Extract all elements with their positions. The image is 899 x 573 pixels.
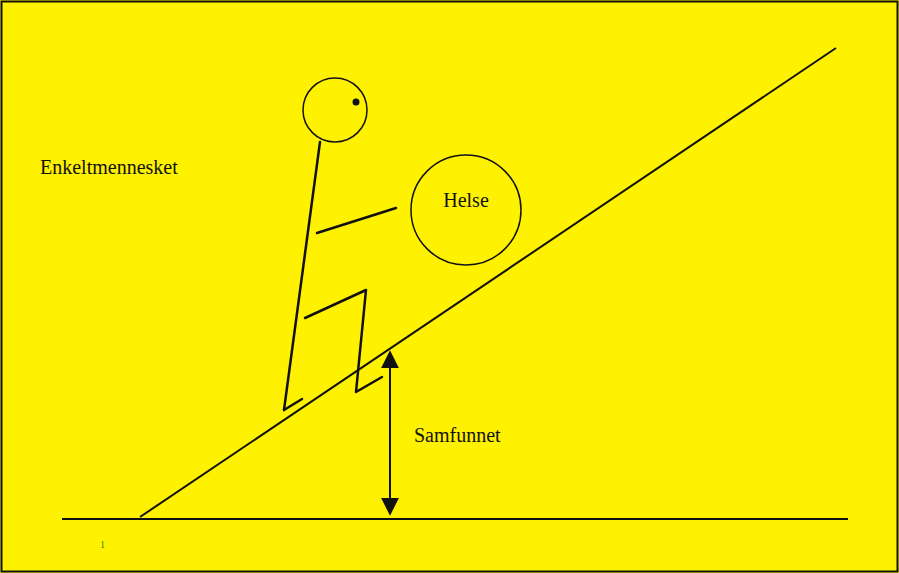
page-number: 1: [100, 539, 105, 551]
ground-line: [62, 518, 848, 520]
label-text: Samfunnet: [414, 424, 501, 447]
stick-figure: [284, 78, 396, 410]
node-text: Helse: [443, 189, 489, 212]
slope-line: [140, 48, 836, 517]
double-arrow: [389, 352, 391, 514]
circle-node: Helse: [410, 154, 522, 266]
label-text: Enkeltmennesket: [40, 156, 178, 179]
eye: [353, 99, 360, 106]
